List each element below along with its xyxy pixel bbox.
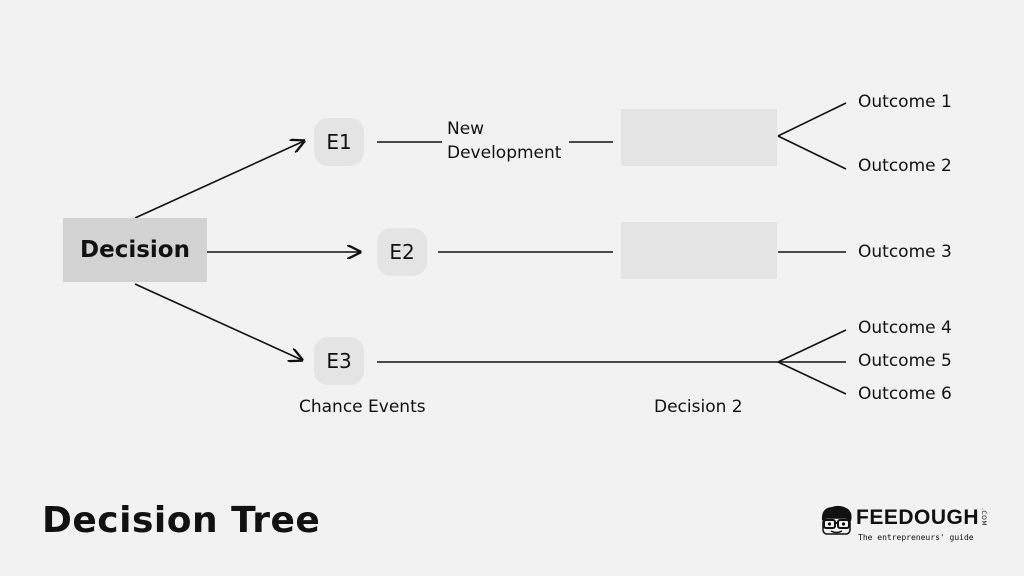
event-node-e3: E3: [314, 337, 364, 385]
event-node-e1: E1: [314, 118, 364, 166]
outcome-1: Outcome 1: [858, 92, 952, 112]
outcome-6: Outcome 6: [858, 384, 952, 404]
page-title: Decision Tree: [42, 500, 321, 541]
decision-node: Decision: [63, 218, 207, 282]
mascot-face-icon: [821, 505, 852, 535]
event-node-e1-label: E1: [326, 130, 352, 154]
event-node-e2: E2: [377, 228, 427, 276]
arrow-decision-to-e1: [134, 141, 304, 219]
logo-suffix: .COM: [980, 508, 987, 526]
feedough-logo: FEEDOUGH .COM The entrepreneurs' guide: [818, 500, 998, 546]
event-node-e2-label: E2: [389, 240, 415, 264]
column-label-decision-2: Decision 2: [654, 397, 743, 417]
column-label-chance-events: Chance Events: [299, 397, 426, 417]
line-to-outcome-6: [777, 361, 847, 395]
decision-node-label: Decision: [80, 237, 190, 263]
branch-label-line-1: New: [447, 119, 485, 139]
decision2-box-top: [621, 109, 777, 166]
outcome-4: Outcome 4: [858, 318, 952, 338]
outcome-2: Outcome 2: [858, 156, 952, 176]
line-to-outcome-4: [777, 329, 847, 363]
outcome-3: Outcome 3: [858, 242, 952, 262]
line-to-outcome-2: [777, 135, 847, 170]
arrow-decision-to-e3: [134, 283, 302, 360]
decision2-box-middle: [621, 222, 777, 279]
branch-label-new-development: New Development: [447, 117, 561, 165]
line-to-outcome-1: [777, 102, 847, 137]
logo-tagline: The entrepreneurs' guide: [858, 533, 974, 542]
event-node-e3-label: E3: [326, 349, 352, 373]
outcome-5: Outcome 5: [858, 351, 952, 371]
branch-label-line-2: Development: [447, 143, 562, 163]
logo-wordmark: FEEDOUGH: [856, 506, 980, 529]
